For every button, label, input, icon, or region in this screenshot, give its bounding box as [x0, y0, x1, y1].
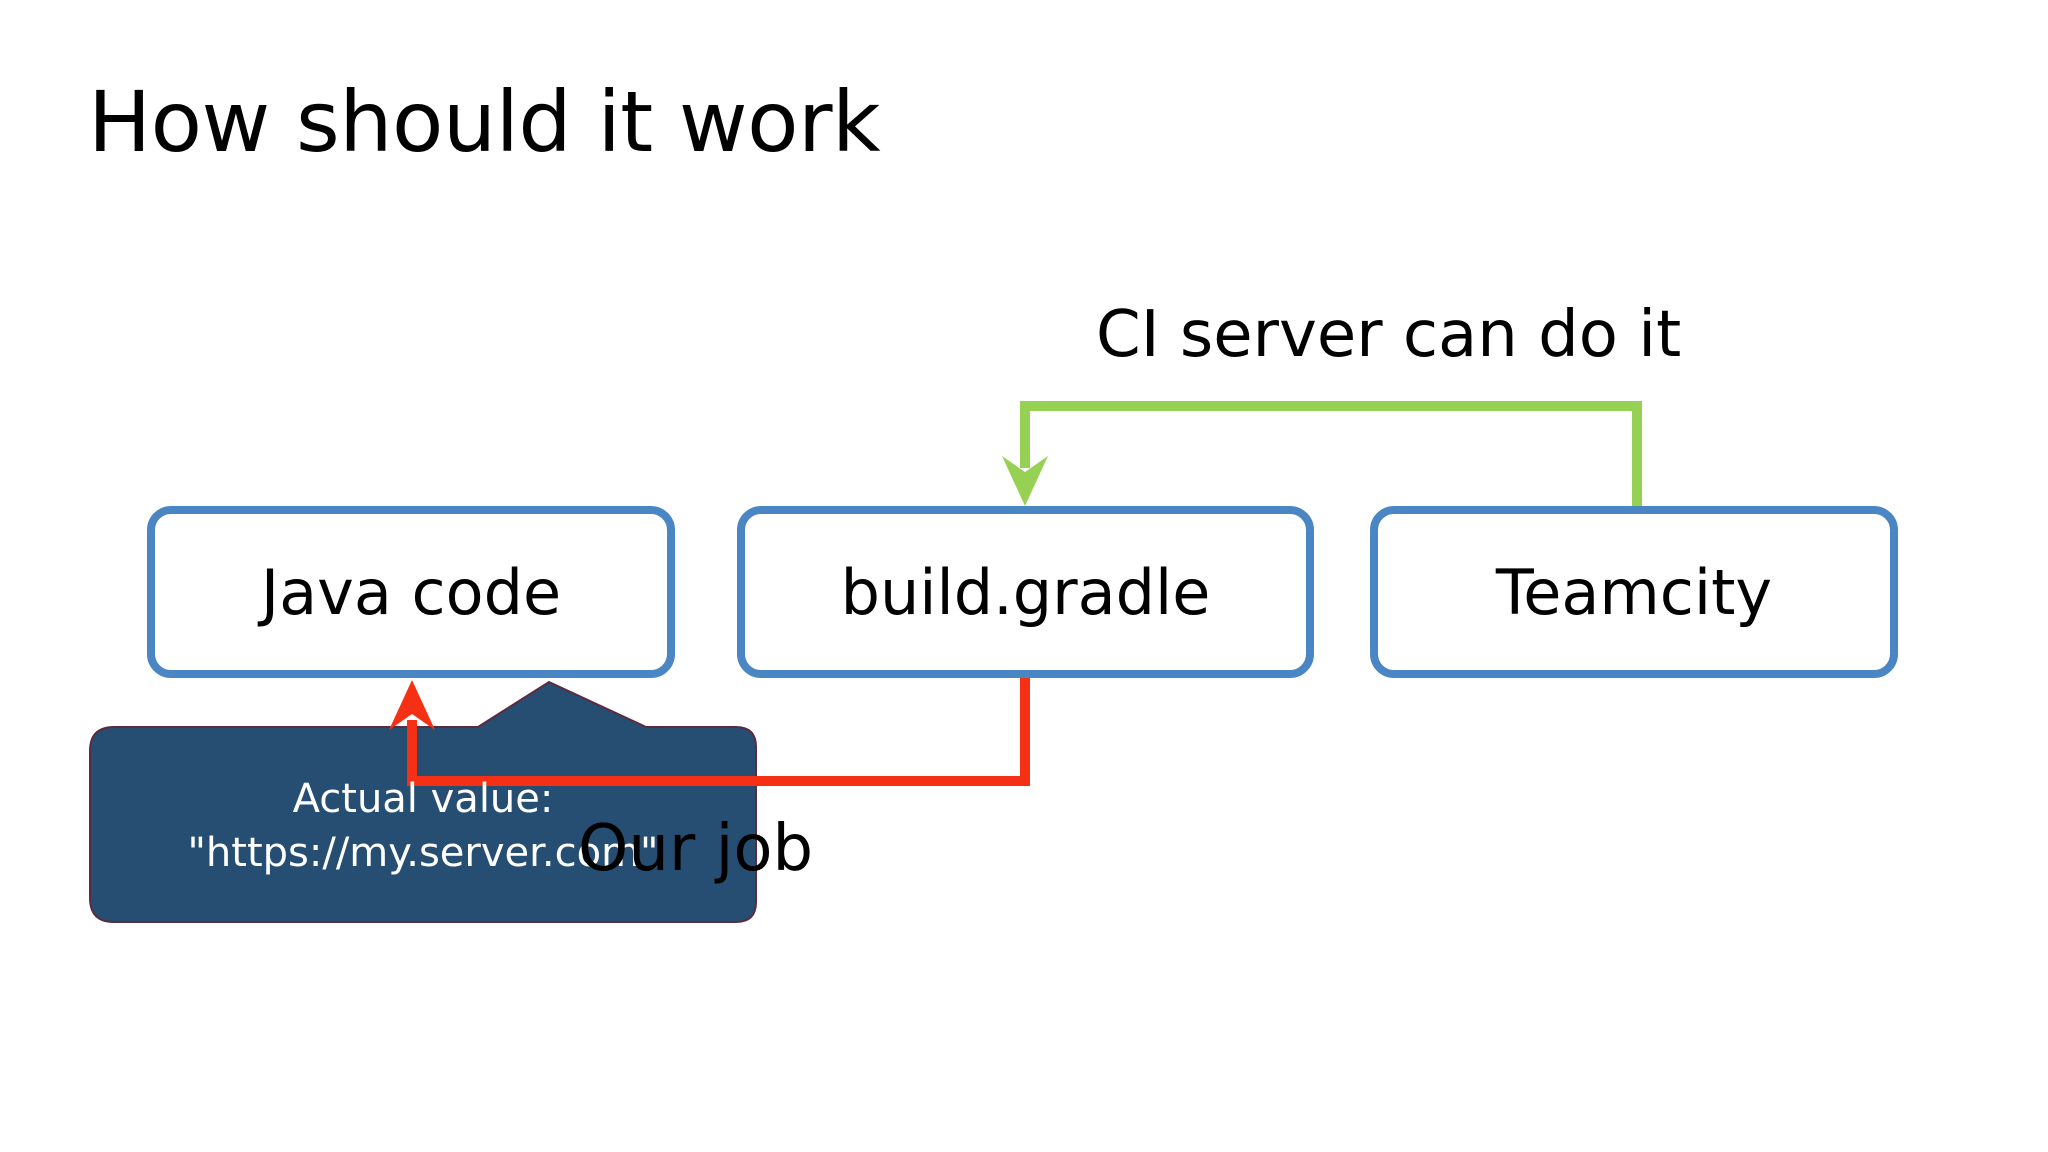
our-job-label: Our job — [578, 812, 814, 886]
green-arrow-line — [1020, 401, 1642, 506]
ci-server-label: CI server can do it — [1096, 298, 1682, 372]
callout-text: Actual value: "https://my.server.com" — [90, 772, 756, 880]
java-code-box: Java code — [147, 506, 675, 678]
teamcity-label: Teamcity — [1495, 555, 1773, 629]
callout-line-1: Actual value: — [292, 776, 554, 822]
slide-title: How should it work — [88, 73, 881, 171]
green-arrowhead — [1002, 456, 1048, 506]
teamcity-box: Teamcity — [1370, 506, 1898, 678]
build-gradle-label: build.gradle — [840, 555, 1211, 629]
red-arrow-line — [407, 678, 1030, 786]
red-arrowhead — [389, 680, 435, 730]
java-code-label: Java code — [260, 555, 562, 629]
build-gradle-box: build.gradle — [737, 506, 1314, 678]
callout-line-2: "https://my.server.com" — [187, 830, 659, 876]
